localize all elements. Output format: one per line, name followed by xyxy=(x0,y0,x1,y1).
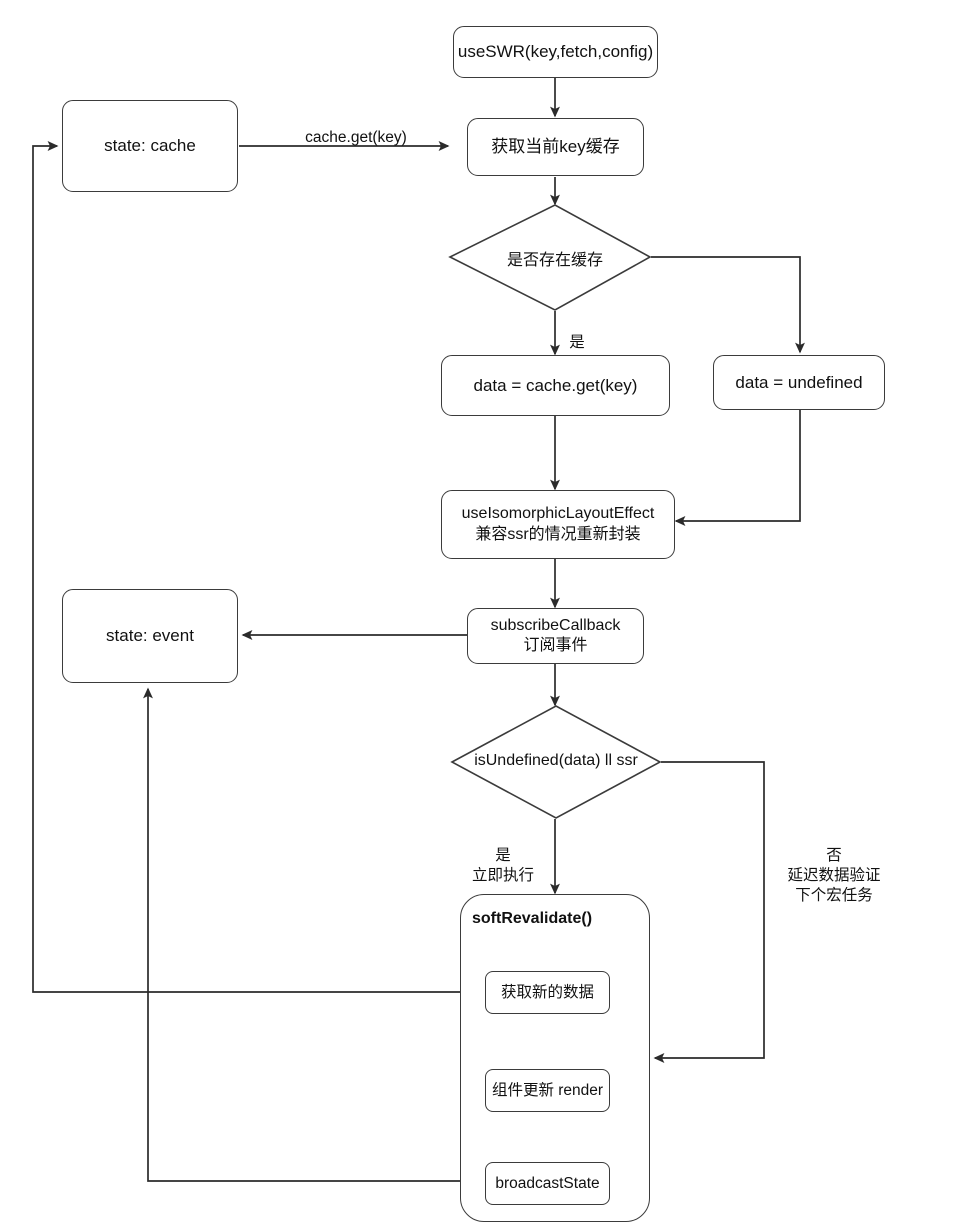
edge-decision2-no xyxy=(653,761,765,1063)
edge-label-cache-get-key-text: cache.get(key) xyxy=(305,129,407,147)
node-data-undefined-label: data = undefined xyxy=(735,372,863,392)
decision-is-undefined-text: isUndefined(data) ll ssr xyxy=(474,752,638,769)
node-component-update-render-label: 组件更新 render xyxy=(491,1081,604,1099)
node-state-event-label: state: event xyxy=(106,626,194,646)
edge-label-yes-has-cache: 是 xyxy=(562,313,592,353)
node-subscribe-callback-label: subscribeCallback 订阅事件 xyxy=(490,616,621,654)
edge-broadcast-to-stateevent xyxy=(143,687,485,1182)
node-use-isomorphic-layout-effect-label: useIsomorphicLayoutEffect 兼容ssr的情况重新封装 xyxy=(461,505,655,543)
edge-label-yes-execute-now: 是 立即执行 xyxy=(465,826,541,886)
node-broadcast-state[interactable]: broadcastState xyxy=(485,1162,610,1205)
decision-is-undefined-label: isUndefined(data) ll ssr xyxy=(456,752,656,770)
node-subscribe-callback[interactable]: subscribeCallback 订阅事件 xyxy=(467,608,644,664)
group-soft-revalidate-title: softRevalidate() xyxy=(472,910,592,928)
node-state-event[interactable]: state: event xyxy=(62,589,238,683)
decision-has-cache-text: 是否存在缓存 xyxy=(506,252,603,269)
node-component-update-render[interactable]: 组件更新 render xyxy=(485,1069,610,1112)
decision-has-cache-label: 是否存在缓存 xyxy=(455,246,655,270)
edge-label-yes-has-cache-text: 是 xyxy=(569,334,585,352)
node-use-swr-label: useSWR(key,fetch,config) xyxy=(457,42,654,62)
node-data-from-cache-label: data = cache.get(key) xyxy=(473,375,638,395)
node-broadcast-state-label: broadcastState xyxy=(495,1174,600,1192)
edge-fetchnew-to-statecache xyxy=(32,141,485,993)
node-state-cache-label: state: cache xyxy=(104,136,196,156)
edge-dataundefined-to-layouteffect xyxy=(674,410,801,526)
edge-label-no-delay-validate-text: 否 延迟数据验证 下个宏任务 xyxy=(787,847,881,905)
edge-label-yes-execute-now-text: 是 立即执行 xyxy=(471,847,534,885)
edge-label-no-delay-validate: 否 延迟数据验证 下个宏任务 xyxy=(774,826,894,907)
node-get-current-key-cache-label: 获取当前key缓存 xyxy=(491,137,620,157)
node-fetch-new-data-label: 获取新的数据 xyxy=(500,983,594,1001)
node-data-from-cache[interactable]: data = cache.get(key) xyxy=(441,355,670,416)
edge-decision1-no xyxy=(651,256,805,354)
group-soft-revalidate-title-text: softRevalidate() xyxy=(472,910,593,927)
node-use-swr[interactable]: useSWR(key,fetch,config) xyxy=(453,26,658,78)
node-get-current-key-cache[interactable]: 获取当前key缓存 xyxy=(467,118,644,176)
node-data-undefined[interactable]: data = undefined xyxy=(713,355,885,410)
edge-label-cache-get-key: cache.get(key) xyxy=(286,108,426,148)
node-state-cache[interactable]: state: cache xyxy=(62,100,238,192)
node-fetch-new-data[interactable]: 获取新的数据 xyxy=(485,971,610,1014)
node-use-isomorphic-layout-effect[interactable]: useIsomorphicLayoutEffect 兼容ssr的情况重新封装 xyxy=(441,490,675,559)
